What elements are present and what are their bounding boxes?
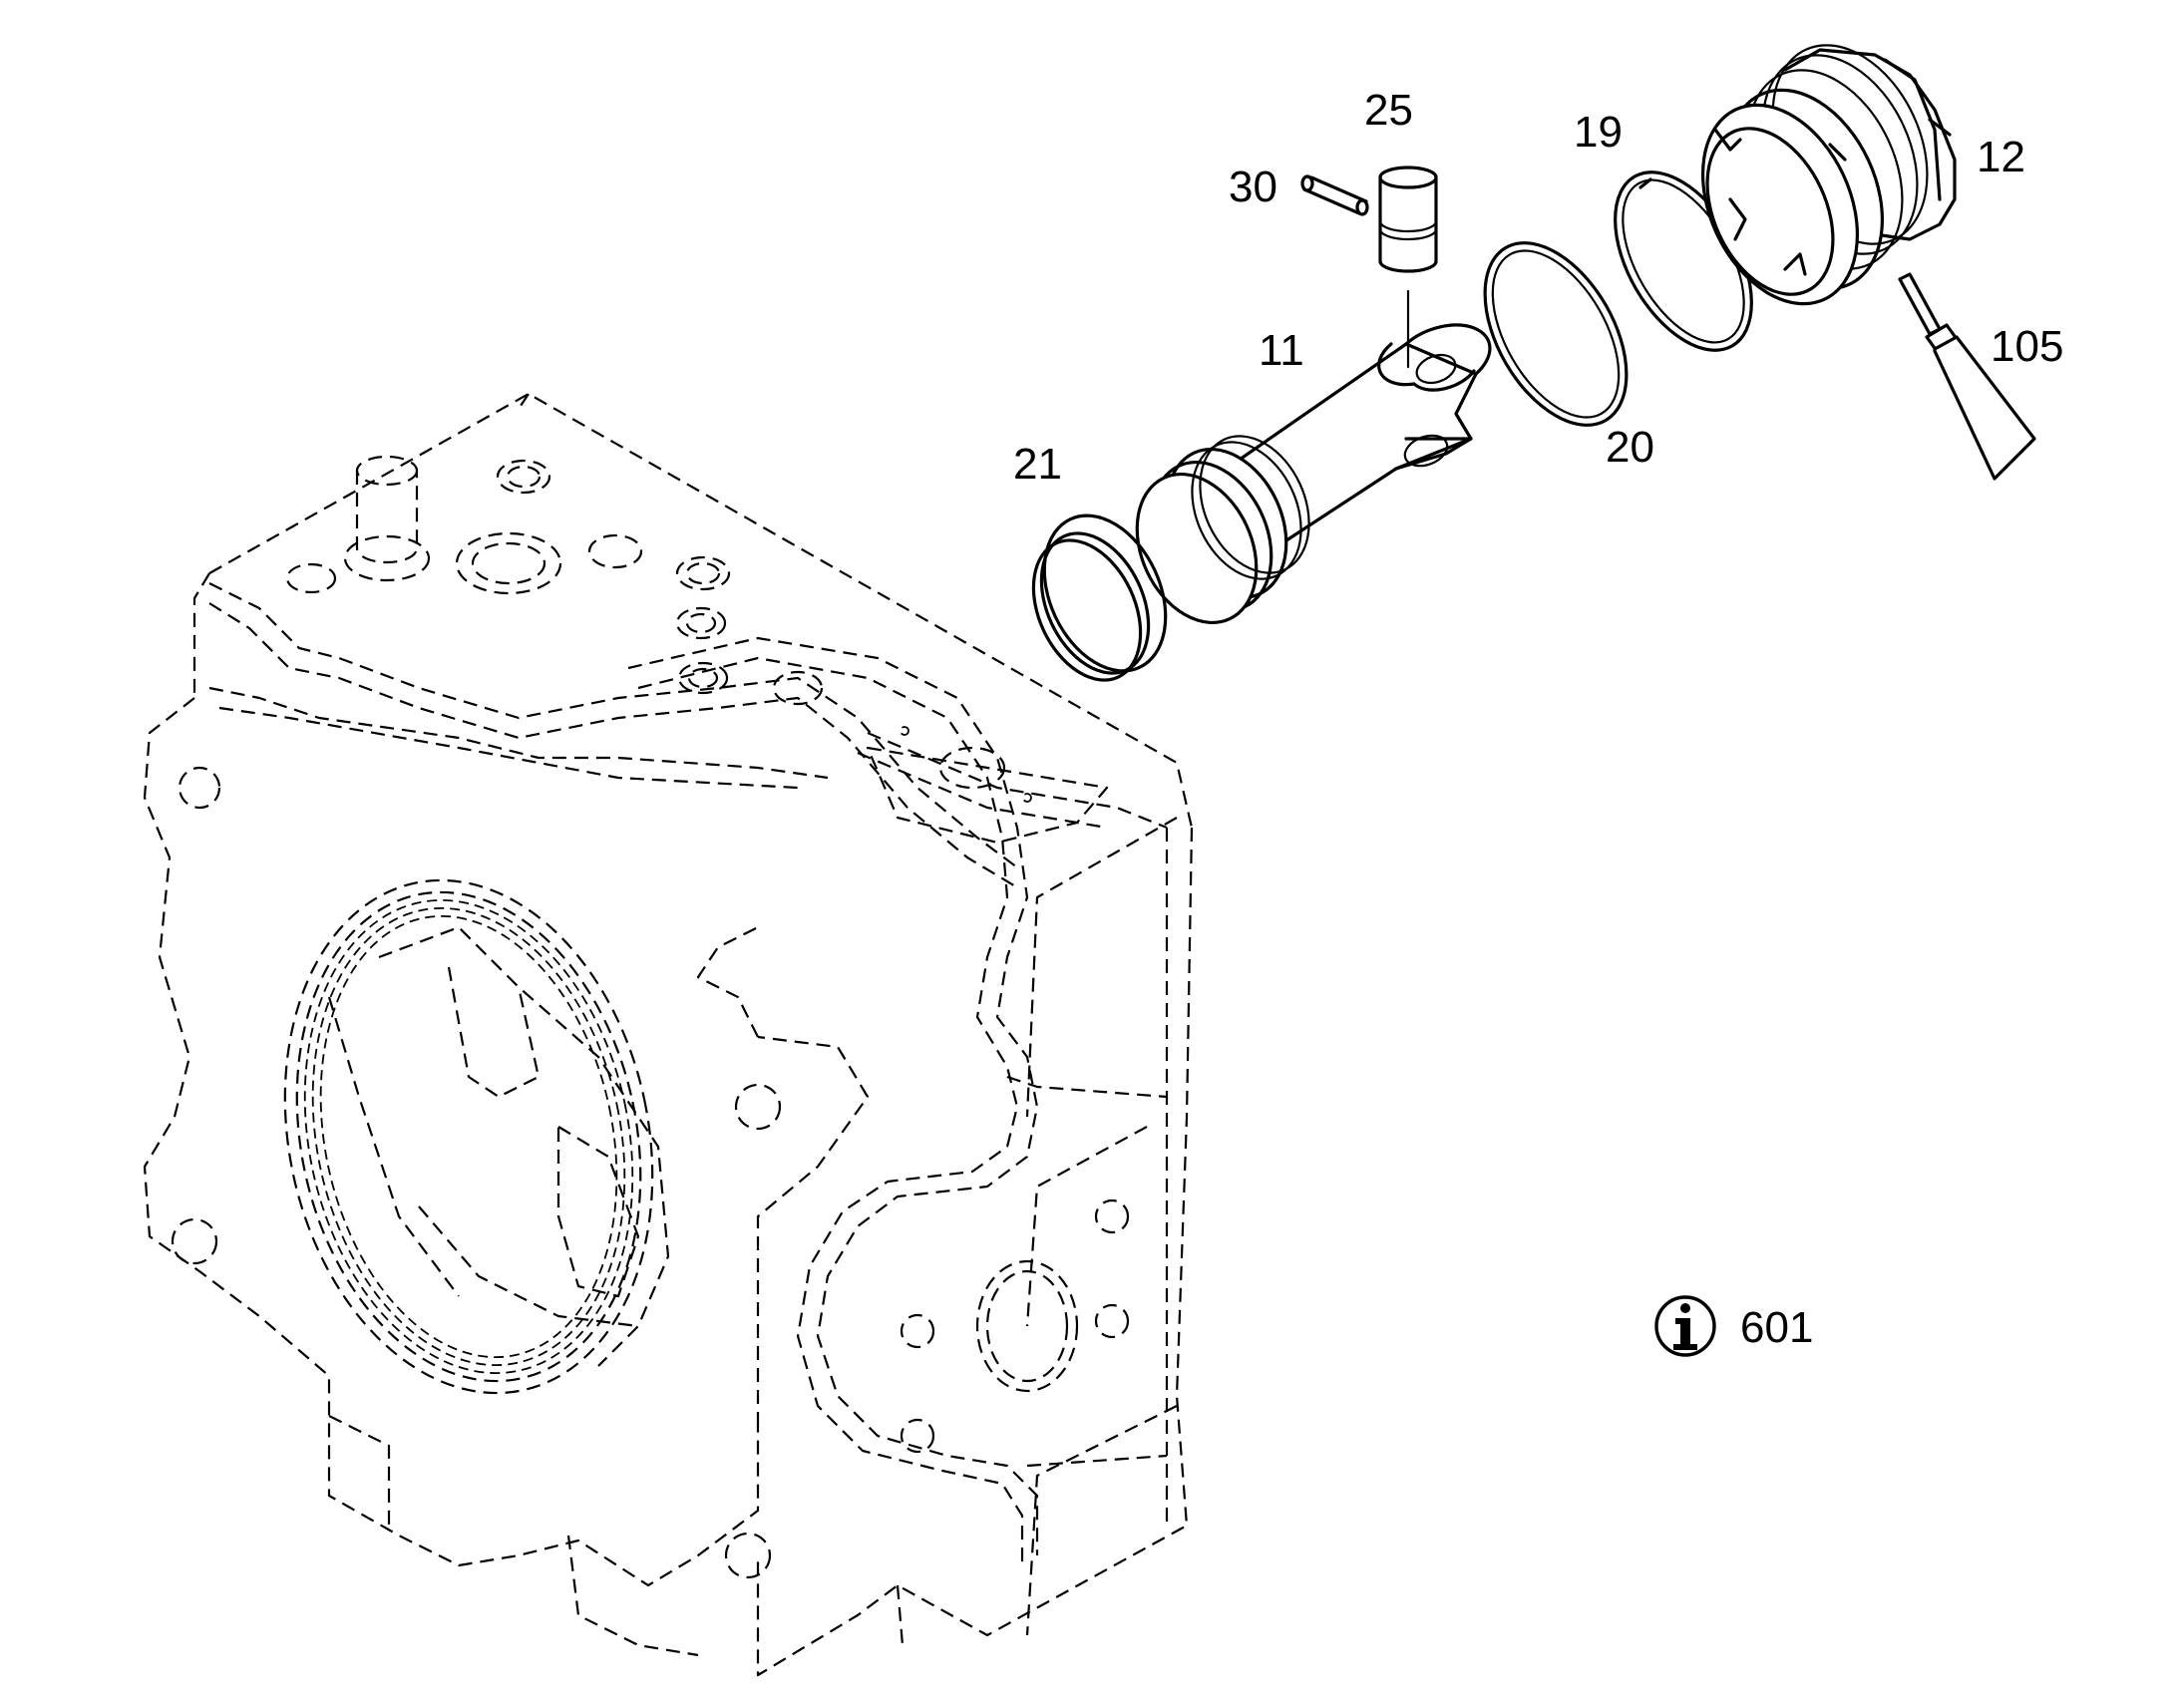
part-25-pin bbox=[1378, 166, 1438, 273]
callout-11: 11 bbox=[1259, 326, 1304, 375]
callout-21: 21 bbox=[1013, 440, 1062, 489]
info-reference-number: 601 bbox=[1740, 1303, 1813, 1352]
callout-19: 19 bbox=[1574, 108, 1623, 157]
callout-25: 25 bbox=[1364, 86, 1413, 135]
callout-12: 12 bbox=[1977, 133, 2025, 181]
part-11-valve-spool bbox=[1135, 323, 1492, 625]
part-20-o-ring bbox=[1483, 241, 1629, 427]
part-21-ring bbox=[1031, 513, 1168, 682]
callout-20: 20 bbox=[1606, 423, 1654, 472]
part-105-sealant-tube bbox=[1898, 272, 2036, 481]
callout-105: 105 bbox=[1991, 322, 2063, 371]
info-reference: 601 bbox=[1654, 1295, 1813, 1357]
pump-housing bbox=[143, 392, 1194, 1677]
info-circle-icon bbox=[1654, 1295, 1716, 1357]
part-30-roll-pin bbox=[1300, 174, 1369, 216]
callout-30: 30 bbox=[1229, 163, 1277, 211]
part-12-plug bbox=[1700, 44, 1957, 306]
